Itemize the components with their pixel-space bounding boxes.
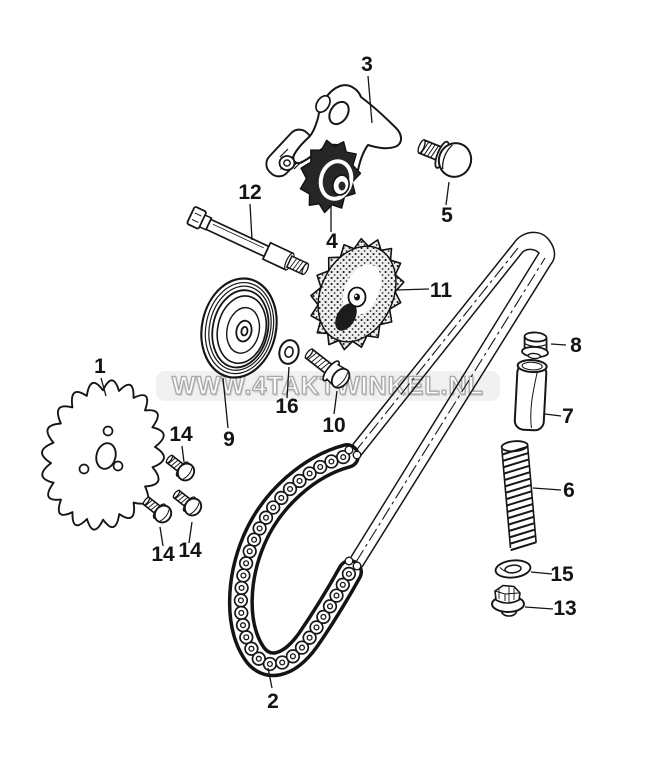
part-label-10: 10: [322, 414, 345, 437]
part-label-2: 2: [267, 690, 279, 713]
leader-line-11: [395, 288, 430, 291]
part-14-bolt-a: [161, 450, 199, 485]
part-label-15: 15: [550, 563, 574, 586]
part-label-14b: 14: [151, 543, 175, 566]
part-11-sprocket: [310, 237, 405, 351]
part-label-14a: 14: [169, 423, 193, 446]
part-labels: 1 2 3 4 5 6 7 8 9 10 11 12 13 14 14 14 1…: [94, 53, 582, 713]
part-13-bolt: [491, 584, 525, 617]
part-label-3: 3: [361, 53, 373, 76]
leader-line-9: [222, 377, 229, 429]
leader-line-10: [333, 390, 338, 415]
part-label-6: 6: [563, 479, 575, 502]
part-label-16: 16: [275, 395, 298, 418]
part-label-12: 12: [238, 181, 261, 204]
leader-line-6: [532, 487, 562, 491]
leader-line-8: [550, 343, 567, 346]
leader-line-2: [267, 667, 273, 689]
leader-line-16: [286, 366, 290, 399]
part-label-8: 8: [570, 334, 582, 357]
part-2-chain: [227, 443, 363, 678]
leader-lines: [100, 75, 567, 689]
part-label-13: 13: [553, 597, 576, 620]
part-label-4: 4: [326, 230, 338, 253]
leader-line-14a: [181, 445, 185, 463]
part-4-sprocket: [299, 139, 362, 214]
part-12-shaft: [186, 206, 310, 276]
part-label-9: 9: [223, 428, 235, 451]
part-7-push-rod: [513, 359, 548, 432]
part-6-spring: [500, 440, 537, 552]
part-label-1: 1: [94, 355, 106, 378]
leader-line-15: [530, 571, 553, 575]
leader-line-7: [544, 413, 562, 417]
part-5-bolt: [417, 138, 473, 178]
part-3-tensioner-arm: [265, 84, 402, 178]
leader-line-13: [524, 606, 554, 610]
part-8-cap-nut: [521, 331, 549, 360]
leader-line-1: [100, 377, 107, 397]
cam-chain-phantom-outline: [349, 231, 556, 568]
leader-line-14c: [188, 521, 193, 544]
part-10-bolt: [304, 348, 351, 389]
leader-line-5: [445, 181, 450, 206]
part-9-roller: [200, 277, 278, 379]
part-1-sprocket: [41, 379, 165, 531]
part-14-bolt-c: [168, 485, 206, 520]
leader-line-14b: [159, 526, 164, 547]
leader-line-3: [367, 75, 373, 124]
part-label-11: 11: [430, 279, 453, 302]
part-label-14c: 14: [178, 539, 202, 562]
part-16-washer: [278, 339, 300, 365]
part-15-washer: [494, 559, 532, 579]
leader-line-12: [249, 203, 253, 241]
part-label-7: 7: [562, 405, 574, 428]
part-label-5: 5: [441, 204, 453, 227]
